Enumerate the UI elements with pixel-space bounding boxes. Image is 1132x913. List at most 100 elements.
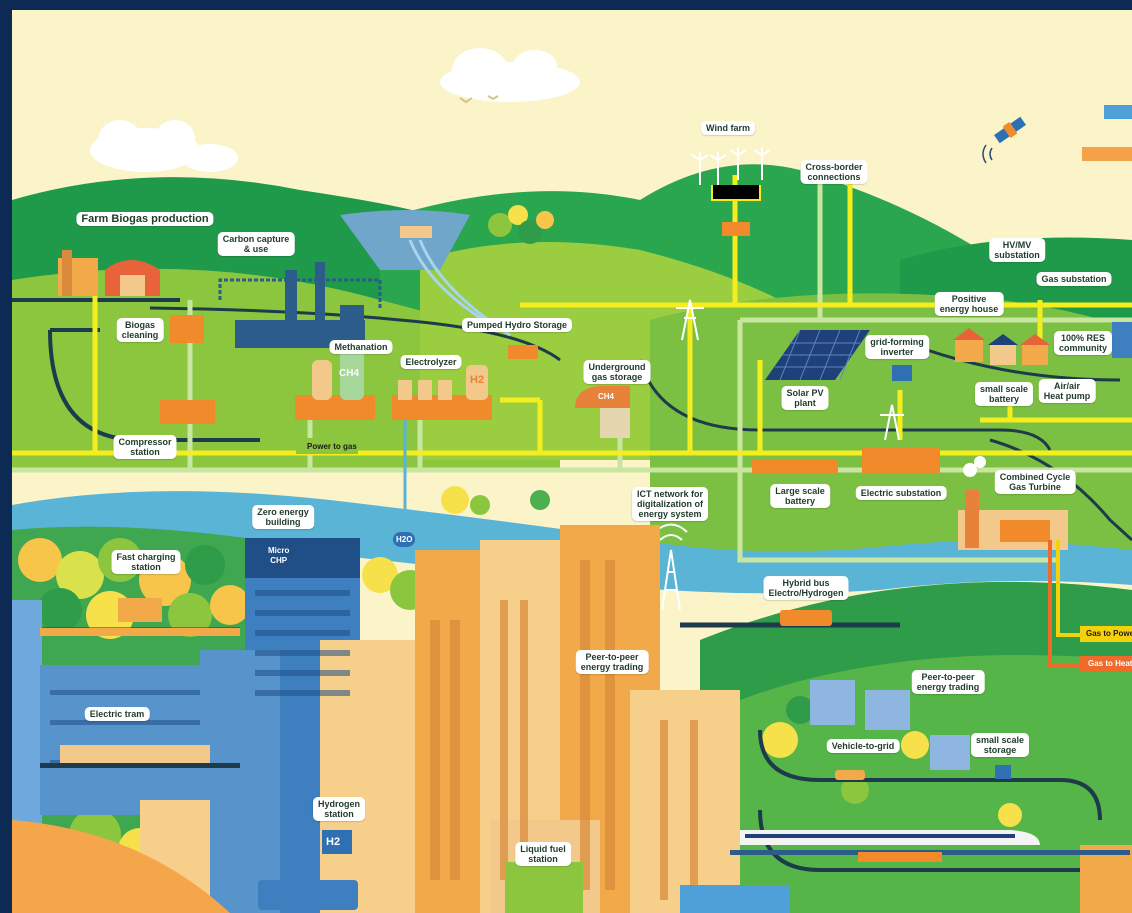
truck	[680, 885, 790, 913]
ict-line1: ICT network for	[636, 489, 704, 499]
small-storage-label: small scale storage	[970, 733, 1030, 757]
corner-bar-blue	[1104, 105, 1132, 119]
gas-to-heat-label: Gas to Heat	[1088, 659, 1132, 668]
hybrid-bus-title: Hybrid bus	[782, 578, 830, 588]
grid-forming-inverter-box	[892, 365, 912, 381]
power-to-gas-box	[296, 438, 358, 454]
farm-title: Farm	[81, 213, 109, 225]
heat-pump-label: Air/air Heat pump	[1038, 379, 1096, 403]
electric-substation-unit	[862, 448, 940, 474]
liquid-fuel-line2: station	[528, 854, 558, 864]
hybrid-bus-label: Hybrid bus Electro/Hydrogen	[763, 576, 849, 600]
positive-house-label: Positive energy house	[934, 292, 1004, 316]
biogas-cleaning-unit	[170, 315, 204, 343]
hv-mv-line1: HV/MV	[1002, 240, 1032, 250]
underground-line2: gas storage	[591, 372, 643, 382]
car	[835, 770, 865, 780]
compressor-line1: Compressor	[118, 437, 172, 447]
building-windows-orange	[430, 560, 698, 900]
large-battery-line1: Large scale	[775, 486, 825, 496]
pumped-hydro-plant	[508, 345, 538, 359]
road-loop-right	[758, 729, 1102, 821]
res-community-line1: 100% RES	[1060, 333, 1106, 343]
satellite-icon	[994, 116, 1026, 144]
underground-storage	[575, 386, 630, 438]
p2p-center-line2: energy trading	[580, 662, 644, 672]
carbon-capture-plant	[235, 262, 365, 348]
wind-farm-collector	[711, 185, 761, 215]
cross-border-line2: connections	[807, 172, 861, 182]
farm-label: Farm Biogas production	[76, 212, 214, 226]
hybrid-bus-subtitle: Electro/Hydrogen	[768, 588, 844, 598]
ict-network-label: ICT network for digitalization of energy…	[631, 487, 709, 521]
small-battery-label: small scale battery	[974, 382, 1034, 406]
micro-chp-line2: CHP	[270, 556, 288, 565]
electrolyzer-unit	[392, 365, 492, 420]
underground-storage-label: Underground gas storage	[583, 360, 651, 384]
liquid-fuel-station	[505, 862, 583, 913]
heat-pump-line1: Air/air	[1053, 381, 1081, 391]
ch4-tank-label: CH4	[339, 368, 360, 379]
fast-charging-label: Fast charging station	[111, 550, 181, 574]
cloud-icon	[90, 48, 580, 172]
large-battery-line2: battery	[784, 496, 815, 506]
liquid-fuel-line1: Liquid fuel	[520, 844, 566, 854]
tree-cluster-right	[762, 696, 1022, 827]
biogas-cleaning-line2: cleaning	[121, 330, 159, 340]
heat-pump-line2: Heat pump	[1043, 391, 1091, 401]
cross-border-line1: Cross-border	[805, 162, 863, 172]
zero-energy-label: Zero energy building	[252, 505, 314, 529]
solar-pv-line1: Solar PV	[786, 388, 824, 398]
solar-pv-line2: plant	[794, 398, 816, 408]
corner-bar-orange	[1082, 147, 1132, 161]
methanation-unit	[295, 350, 375, 420]
p2p-right-line2: energy trading	[916, 682, 980, 692]
road-lower-right	[758, 809, 1132, 872]
grid-forming-line2: inverter	[880, 347, 914, 357]
electric-tram-label: Electric tram	[84, 707, 150, 721]
farm	[58, 250, 160, 296]
p2p-right-line1: Peer-to-peer	[921, 672, 975, 682]
electrolyzer-label: Electrolyzer	[400, 355, 462, 369]
ccgt-line1: Combined Cycle	[999, 472, 1071, 482]
hybrid-bus	[780, 610, 832, 626]
cross-border-label: Cross-border connections	[800, 160, 868, 184]
small-battery-line2: battery	[988, 394, 1020, 404]
ict-line3: energy system	[638, 509, 702, 519]
zero-energy-line2: building	[265, 517, 301, 527]
hv-mv-label: HV/MV substation	[989, 238, 1045, 262]
road-center	[638, 359, 1052, 451]
biogas-cleaning-line1: Biogas	[124, 320, 156, 330]
electric-substation-label: Electric substation	[855, 486, 947, 500]
tree-cluster-hill	[488, 205, 554, 244]
h2-tank-label: H2	[470, 374, 485, 386]
solar-panel-icon	[765, 329, 870, 381]
farm-subtitle: Biogas production	[111, 213, 209, 225]
p2p-right-label: Peer-to-peer energy trading	[911, 670, 985, 694]
ccgt-plant	[958, 456, 1068, 550]
h2o-badge: H2O	[393, 532, 416, 547]
res-community-line2: community	[1058, 343, 1108, 353]
gas-to-heat-line	[1048, 540, 1082, 667]
small-storage-line1: small scale	[975, 735, 1025, 745]
carbon-capture-line2: & use	[243, 244, 269, 254]
hydrogen-station-line2: station	[324, 809, 354, 819]
h2-sign-label: H2	[326, 836, 341, 848]
ch4-storage-label: CH4	[598, 392, 615, 401]
vehicle-to-grid-label: Vehicle-to-grid	[826, 739, 900, 753]
signal-waves	[982, 144, 993, 164]
small-battery-line1: small scale	[979, 384, 1029, 394]
ccgt-label: Combined Cycle Gas Turbine	[994, 470, 1076, 494]
pylon-icon	[676, 299, 904, 441]
power-lines	[12, 175, 1132, 456]
dam-wall	[400, 226, 432, 238]
tram-track	[40, 763, 240, 768]
small-storage-line2: storage	[983, 745, 1017, 755]
res-community-label: 100% RES community	[1053, 331, 1113, 355]
hydrogen-station-label: Hydrogen station	[312, 797, 366, 821]
hv-mv-line2: substation	[994, 250, 1040, 260]
large-battery-unit	[752, 460, 838, 474]
bridge-deck	[40, 628, 240, 636]
micro-chp-label: Micro CHP	[268, 546, 289, 566]
bird-icon	[459, 95, 499, 104]
